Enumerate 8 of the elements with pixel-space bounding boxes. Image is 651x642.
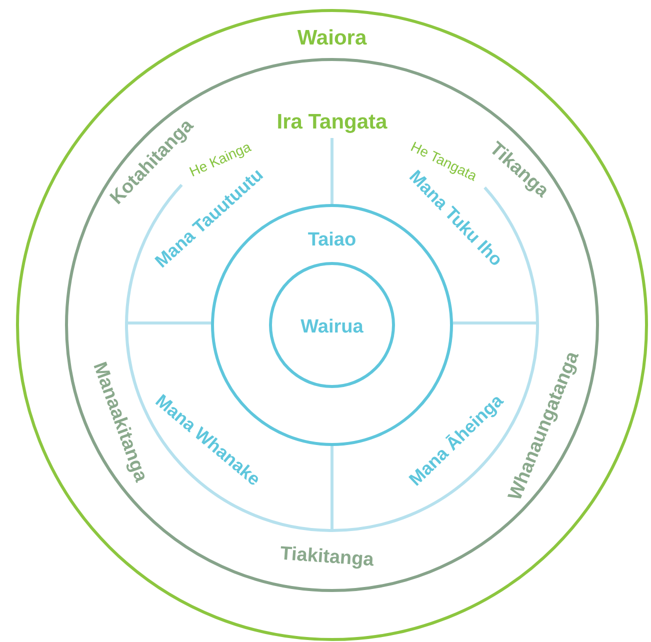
circle-label: Wairua	[300, 318, 364, 336]
value-ring	[65, 58, 599, 592]
ring-label: Waiora	[297, 28, 367, 48]
core-circle	[269, 262, 395, 388]
circle-label: Taiao	[308, 230, 356, 250]
outer-ring	[16, 9, 648, 641]
section-heading: Ira Tangata	[276, 112, 388, 132]
ring-label: Tiakitanga	[280, 544, 374, 570]
